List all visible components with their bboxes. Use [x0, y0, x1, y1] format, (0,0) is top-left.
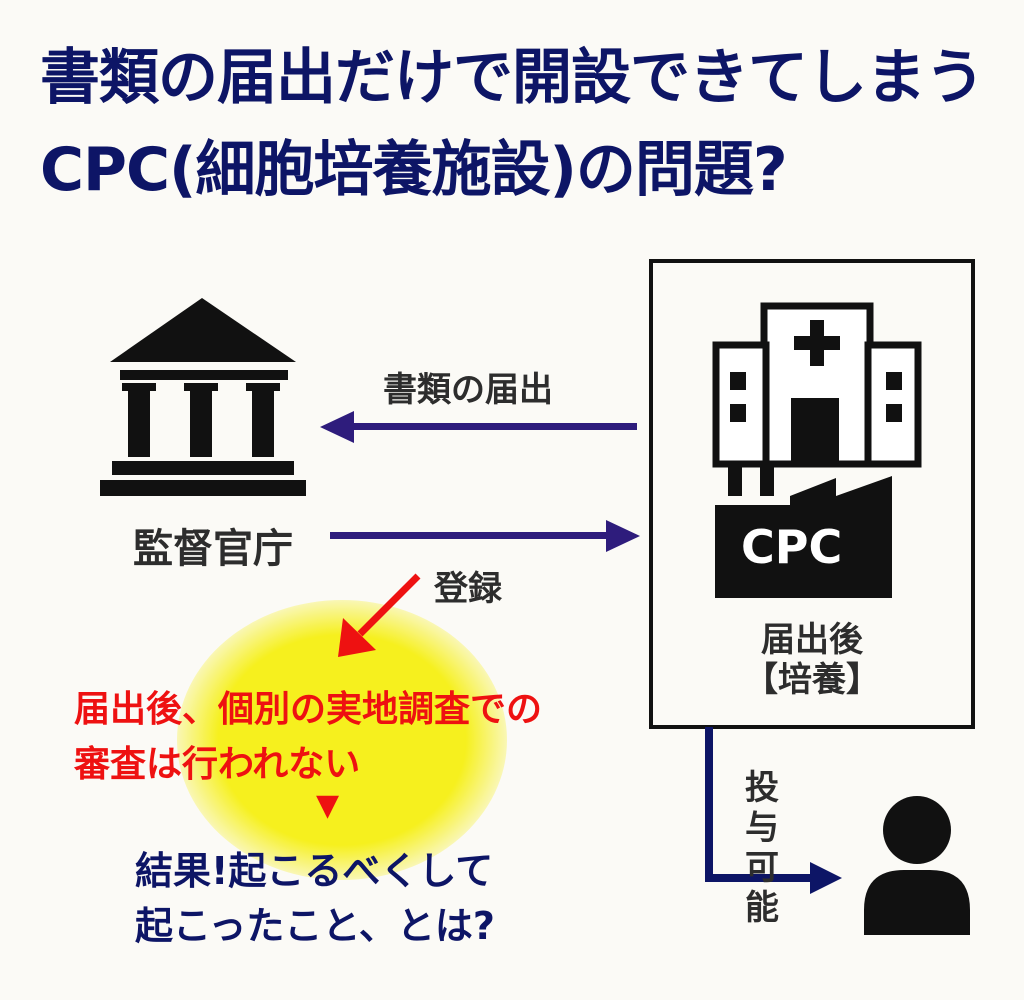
government-building-icon — [100, 298, 306, 496]
submit-label: 書類の届出 — [383, 370, 553, 410]
cpc-sign: CPC — [741, 520, 843, 574]
facility-status-line-1: 届出後 — [761, 620, 863, 660]
arrow-administer — [705, 727, 842, 894]
factory-icon — [715, 462, 892, 598]
register-label: 登録 — [434, 569, 502, 609]
issue-line-1: 届出後、個別の実地調査での — [74, 689, 543, 730]
issue-line-2: 審査は行われない — [74, 744, 361, 785]
person-icon — [864, 796, 970, 935]
authority-label: 監督官庁 — [133, 526, 293, 572]
highlight-ellipse — [177, 600, 507, 880]
result-line-2: 起こったこと、とは? — [135, 904, 495, 948]
hospital-icon — [712, 302, 922, 468]
title-line-1: 書類の届出だけで開設できてしまう — [40, 43, 985, 113]
arrow-register — [330, 520, 640, 552]
facility-status-line-2: 【培養】 — [744, 660, 880, 700]
arrow-submit — [320, 411, 637, 443]
title-line-2: CPC(細胞培養施設)の問題? — [40, 135, 788, 205]
arrow-to-issue — [338, 573, 421, 657]
result-line-1: 結果!起こるべくして — [135, 849, 494, 893]
administer-label: 投与 可能 — [745, 768, 779, 928]
facility-box — [649, 259, 975, 729]
facility-status: 届出後 【培養】 — [712, 620, 912, 700]
down-triangle-icon: ▼ — [316, 788, 340, 823]
